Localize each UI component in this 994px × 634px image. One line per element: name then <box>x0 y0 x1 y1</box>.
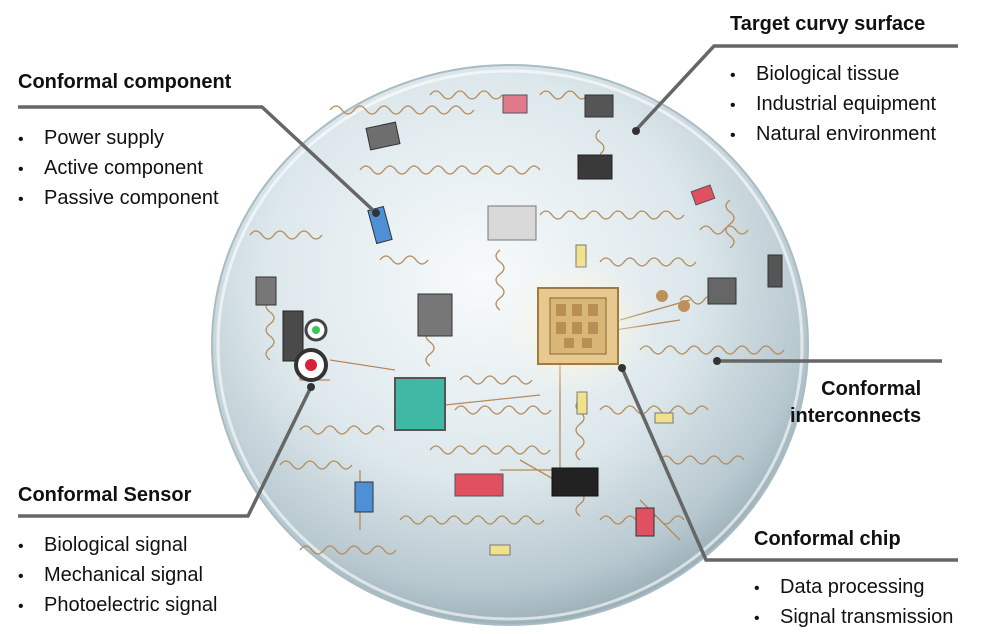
leader-lines <box>18 44 958 562</box>
conformal-component-callout: Conformal component Power supply Active … <box>18 70 231 214</box>
teal-sensor-chip <box>394 377 446 431</box>
dark-chip-far-right <box>767 254 783 288</box>
list-item: Photoelectric signal <box>18 591 217 621</box>
conformal-component-title: Conformal component <box>18 71 232 93</box>
conformal-sensor-title: Conformal Sensor <box>18 484 192 506</box>
light-chip-center-top <box>487 205 537 241</box>
list-item: Data processing <box>754 573 953 603</box>
list-item: Active component <box>18 154 231 184</box>
gray-chip-mid <box>417 293 453 337</box>
conformal-interconnects-title-line1: Conformal <box>821 378 922 400</box>
yellow-resistor-bottom <box>489 544 511 556</box>
list-item: Power supply <box>18 124 231 154</box>
leader-sensor <box>18 386 313 518</box>
conformal-sensors <box>294 318 328 382</box>
list-item: Biological tissue <box>730 60 936 90</box>
conformal-chip-title: Conformal chip <box>754 528 901 550</box>
sphere-components <box>255 94 783 556</box>
red-resistor-bottom <box>454 473 504 497</box>
conformal-chip <box>503 258 653 398</box>
leader-target <box>634 44 958 132</box>
dark-chip-left <box>282 310 304 362</box>
list-item: Industrial equipment <box>730 90 936 120</box>
conformal-interconnects-title-line2: interconnects <box>790 405 922 427</box>
gray-chip-right <box>707 277 737 305</box>
leader-component <box>18 105 377 214</box>
conformal-sensor-list: Biological signal Mechanical signal Phot… <box>18 531 217 621</box>
yellow-resistor-right <box>654 412 674 424</box>
conformal-sensor-callout: Conformal Sensor Biological signal Mecha… <box>18 483 217 621</box>
red-resistor-right <box>690 184 716 206</box>
list-item: Mechanical signal <box>18 561 217 591</box>
gray-chip-left <box>255 276 277 306</box>
list-item: Passive component <box>18 184 231 214</box>
black-chip-bottom <box>551 467 599 497</box>
blue-resistor-bottom-left <box>354 481 374 513</box>
sphere-rim-highlight <box>216 69 804 621</box>
list-item: Biological signal <box>18 531 217 561</box>
leader-chip <box>620 367 958 562</box>
target-surface-list: Biological tissue Industrial equipment N… <box>730 60 936 150</box>
red-resistor-bottom-right <box>635 507 655 537</box>
top-pink-resistor <box>502 94 528 114</box>
round-pad-1 <box>656 290 668 302</box>
conformal-chip-list: Data processing Signal transmission <box>754 573 953 633</box>
round-pad-2 <box>678 300 690 312</box>
top-dark-chip <box>584 94 614 118</box>
target-surface-title: Target curvy surface <box>730 13 926 35</box>
conformal-chip-callout: Conformal chip Data processing Signal tr… <box>754 527 953 633</box>
gray-chip-upper-left <box>365 121 401 151</box>
dark-chip-upper <box>577 154 613 180</box>
conformal-interconnects-callout: Conformal interconnects <box>790 376 921 430</box>
conformal-component-list: Power supply Active component Passive co… <box>18 124 231 214</box>
list-item: Signal transmission <box>754 603 953 633</box>
target-surface-callout: Target curvy surface Biological tissue I… <box>730 12 936 150</box>
list-item: Natural environment <box>730 120 936 150</box>
